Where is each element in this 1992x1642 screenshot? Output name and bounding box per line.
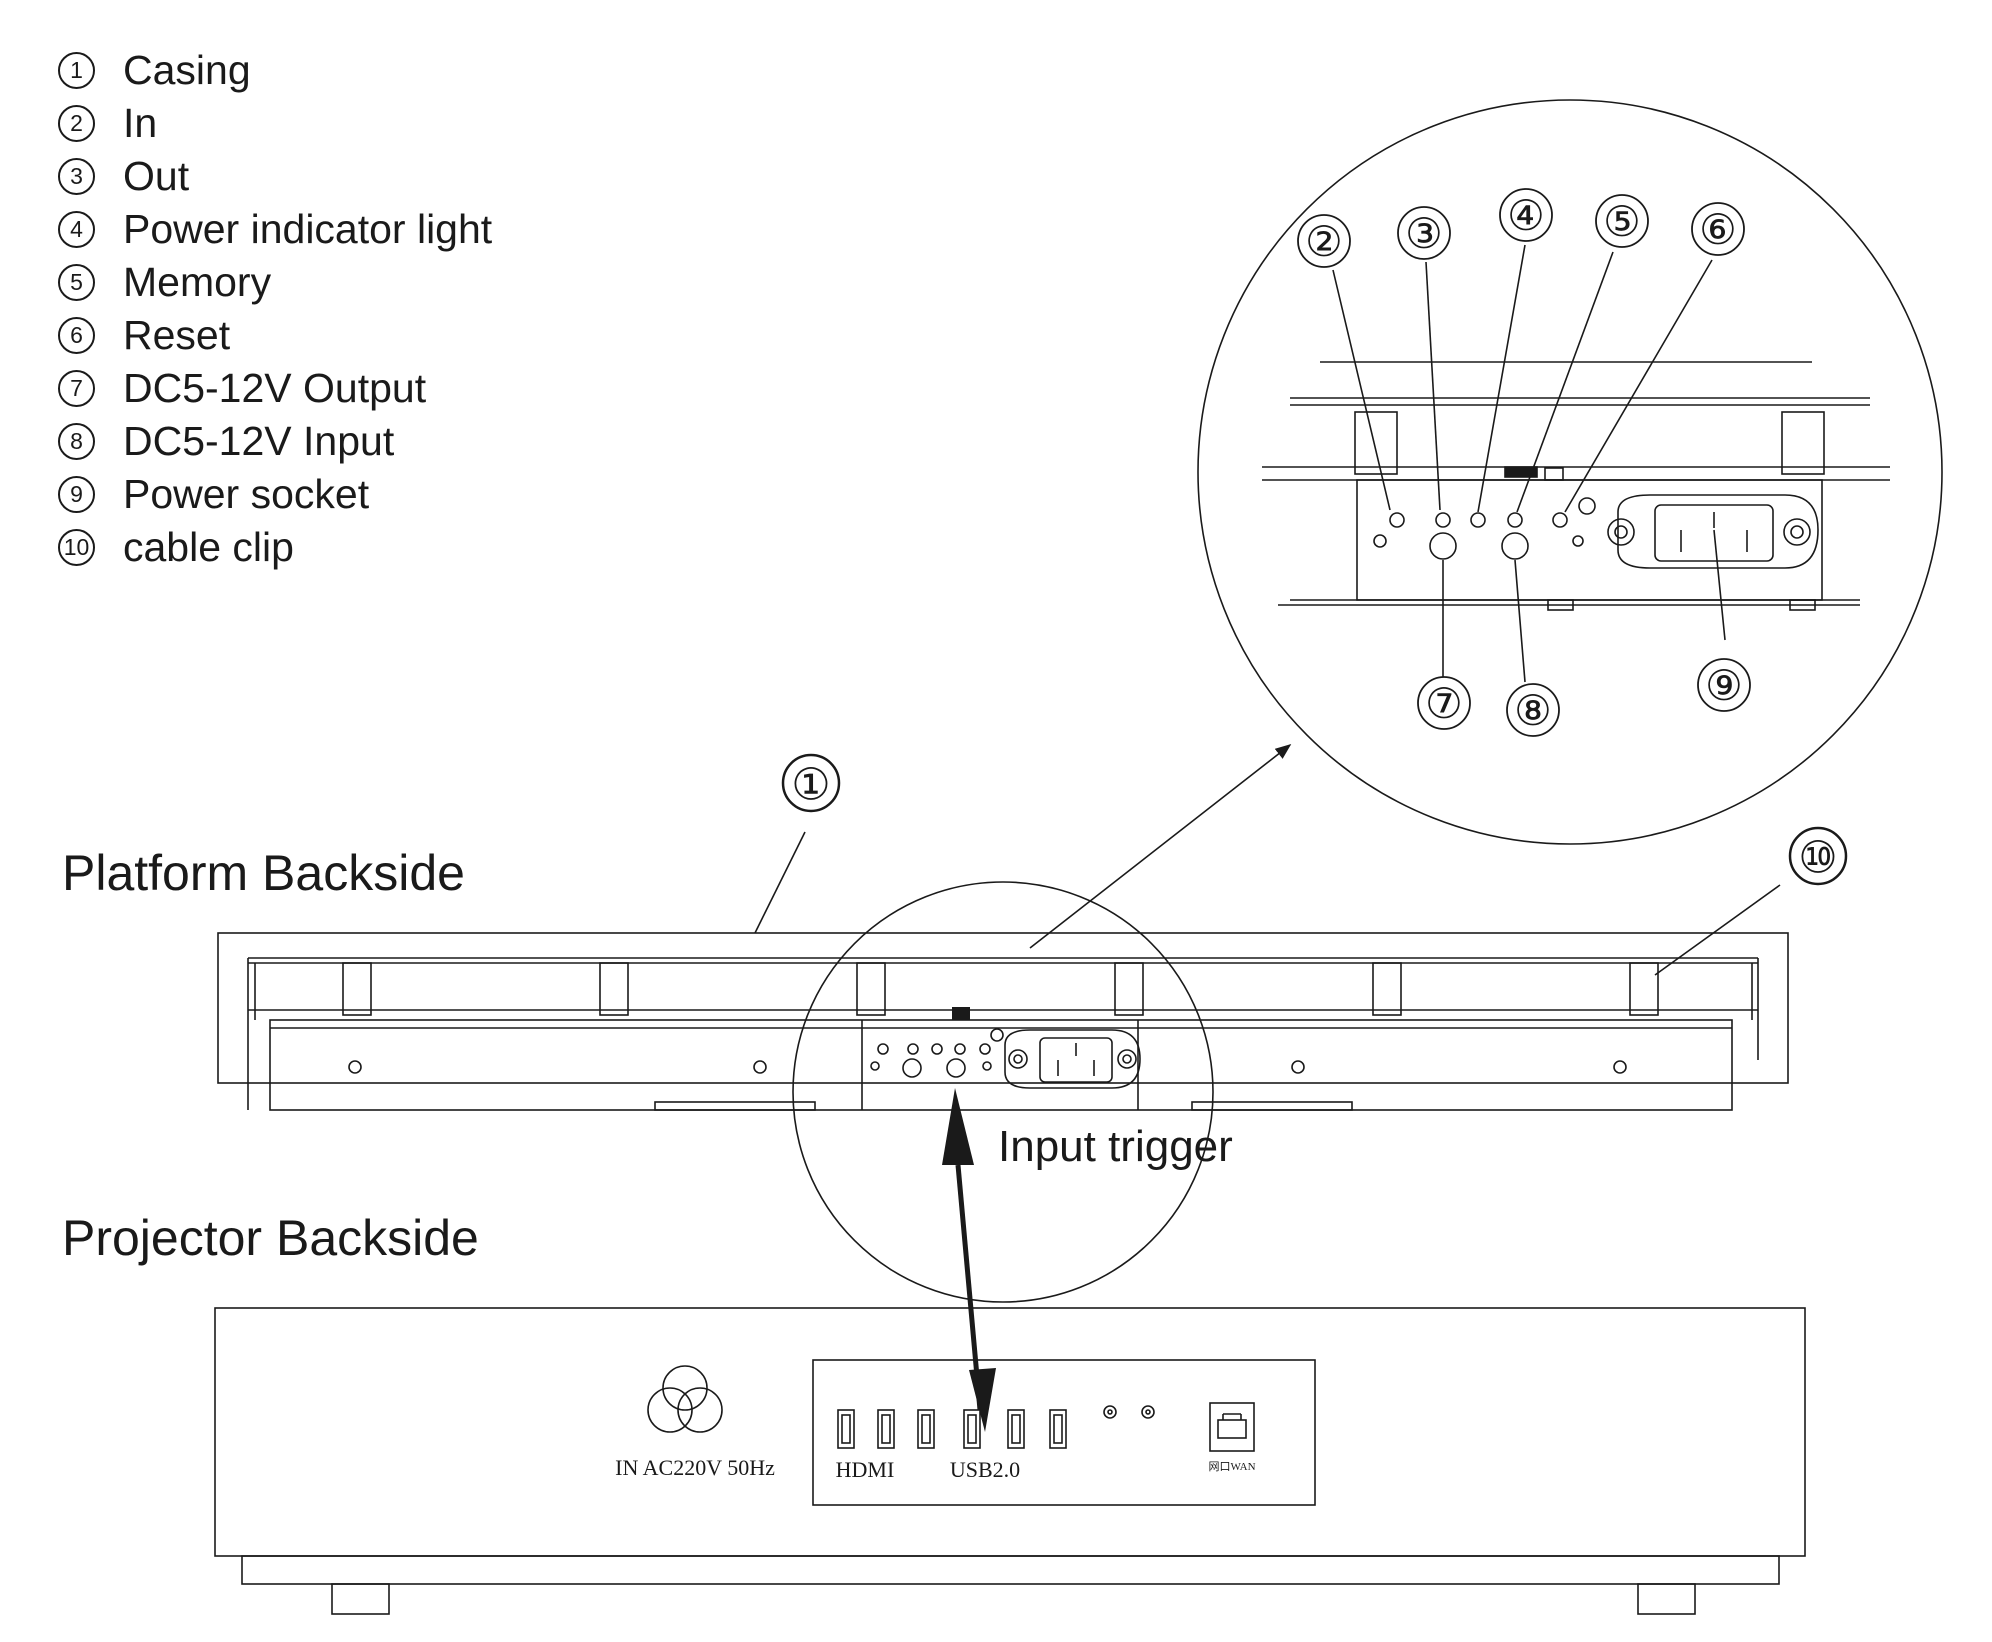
legend-number: 6 — [58, 317, 95, 354]
legend-number: 10 — [58, 529, 95, 566]
legend-item-dc-input: 8 DC5-12V Input — [58, 415, 492, 468]
legend-item-power-indicator: 4 Power indicator light — [58, 203, 492, 256]
callout-4: ④ — [1507, 194, 1545, 240]
callout-10: ⑩ — [1798, 834, 1837, 883]
legend-number: 5 — [58, 264, 95, 301]
legend-label: DC5-12V Input — [123, 418, 395, 464]
usb-label: USB2.0 — [950, 1457, 1020, 1482]
legend-item-dc-output: 7 DC5-12V Output — [58, 362, 492, 415]
legend-number: 7 — [58, 370, 95, 407]
callout-7: ⑦ — [1425, 682, 1463, 728]
callout-3: ③ — [1405, 212, 1443, 258]
input-trigger-label: Input trigger — [998, 1122, 1233, 1171]
legend-label: Reset — [123, 312, 231, 358]
legend-label: Out — [123, 153, 190, 199]
input-trigger-arrow — [942, 1088, 996, 1432]
callout-9: ⑨ — [1705, 664, 1743, 710]
legend-item-reset: 6 Reset — [58, 309, 492, 362]
callout-5: ⑤ — [1603, 200, 1641, 246]
hdmi-label: HDMI — [836, 1457, 895, 1482]
callout-1: ① — [791, 761, 830, 810]
legend-number: 8 — [58, 423, 95, 460]
legend-item-memory: 5 Memory — [58, 256, 492, 309]
platform-backside-title: Platform Backside — [62, 845, 465, 901]
platform-callouts — [781, 753, 1848, 886]
callout-6: ⑥ — [1699, 208, 1737, 254]
zoom-detail-circle — [1197, 99, 1943, 845]
power-input-label: IN AC220V 50Hz — [615, 1455, 775, 1480]
legend-item-power-socket: 9 Power socket — [58, 468, 492, 521]
callout-2: ② — [1305, 220, 1343, 266]
legend-number: 9 — [58, 476, 95, 513]
legend-number: 2 — [58, 105, 95, 142]
legend-label: cable clip — [123, 524, 294, 570]
legend-label: In — [123, 100, 158, 146]
legend-number: 3 — [58, 158, 95, 195]
legend-item-casing: 1 Casing — [58, 44, 492, 97]
legend-number: 4 — [58, 211, 95, 248]
platform-backside-drawing — [217, 744, 1789, 1303]
legend-item-out: 3 Out — [58, 150, 492, 203]
projector-backside-drawing — [214, 1307, 1806, 1615]
legend-label: Power socket — [123, 471, 370, 517]
callout-8: ⑧ — [1514, 689, 1552, 735]
connector-block — [952, 1007, 970, 1020]
wan-label: 网口WAN — [1208, 1461, 1255, 1473]
legend-label: Memory — [123, 259, 272, 305]
legend-item-in: 2 In — [58, 97, 492, 150]
legend-label: DC5-12V Output — [123, 365, 427, 411]
legend-label: Power indicator light — [123, 206, 493, 252]
legend-number: 1 — [58, 52, 95, 89]
zoom-callouts — [1297, 188, 1751, 737]
legend-item-cable-clip: 10 cable clip — [58, 521, 492, 574]
legend-label: Casing — [123, 47, 251, 93]
projector-backside-title: Projector Backside — [62, 1210, 479, 1266]
